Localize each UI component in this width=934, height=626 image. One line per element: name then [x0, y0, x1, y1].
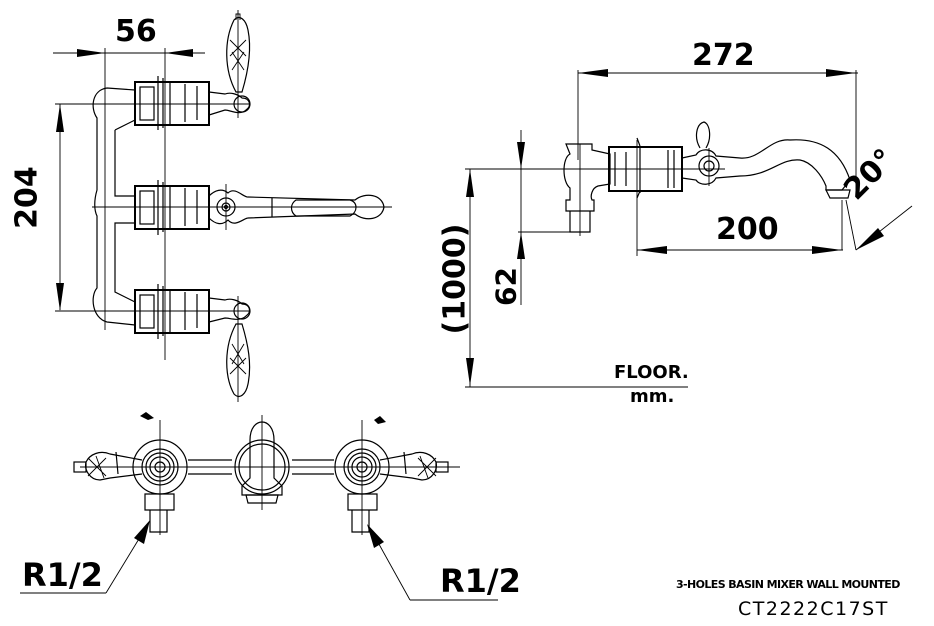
- connecting-bar: [188, 459, 334, 475]
- dimension-56: [53, 48, 205, 360]
- dimension-204-label: 204: [9, 166, 45, 229]
- valve-body-top: [134, 10, 251, 130]
- unit-label: mm.: [630, 386, 675, 407]
- dimension-204: [55, 103, 250, 312]
- valve-body-middle: [92, 180, 392, 235]
- spout: [681, 139, 851, 191]
- valve-body-bottom: [134, 284, 251, 402]
- dimension-62-label: 62: [489, 267, 523, 306]
- floor-label: FLOOR.: [614, 362, 689, 383]
- inlet-elbow: [563, 143, 611, 233]
- model-code: CT2222C17ST: [738, 598, 889, 620]
- leader-right: [367, 524, 498, 601]
- dimension-56-label: 56: [115, 14, 157, 49]
- side-view: [465, 69, 913, 388]
- dimension-1000-label: (1000): [437, 223, 473, 335]
- dimension-272-label: 272: [692, 38, 755, 73]
- centre-spout: [234, 415, 290, 510]
- thread-label-right: R1/2: [440, 562, 521, 600]
- front-view: [53, 10, 392, 402]
- bottom-view: [20, 412, 498, 601]
- dimension-200-label: 200: [716, 212, 779, 247]
- dimension-angle: [845, 199, 913, 251]
- dimension-1000: [465, 168, 688, 388]
- leader-left: [20, 520, 150, 594]
- thread-label-left: R1/2: [22, 556, 103, 594]
- backplate: [92, 87, 136, 326]
- dimension-62: [517, 130, 585, 305]
- dimension-272: [577, 69, 858, 190]
- left-valve: [73, 412, 188, 535]
- product-name: 3-HOLES BASIN MIXER WALL MOUNTED: [676, 578, 900, 591]
- right-valve: [334, 416, 449, 535]
